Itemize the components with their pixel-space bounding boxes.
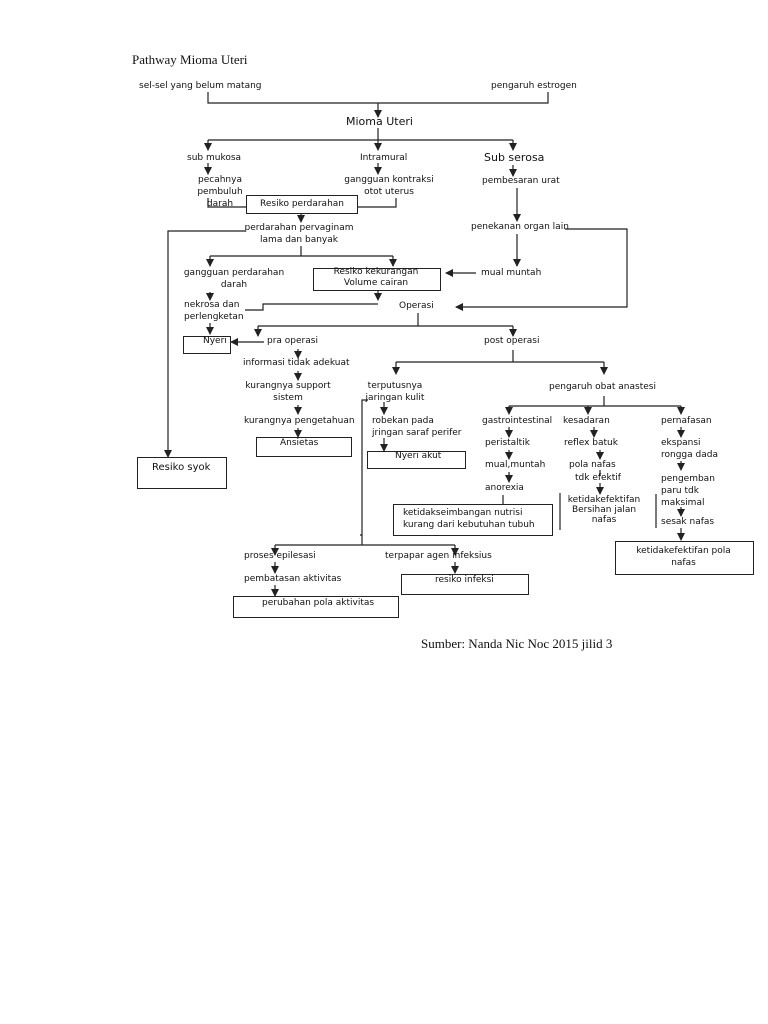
box-resiko-infeksi [401,574,529,595]
box-resiko-perdarahan [246,195,358,214]
node-ansietas: Ansietas [280,438,319,448]
node-terpapar: terpapar agen infeksius [385,551,492,561]
box-nyeri-akut [367,451,466,469]
box-ansietas [256,437,352,457]
node-gangguan-perdarahan: gangguan perdarahan darah [183,268,285,290]
node-cells: sel-sel yang belum matang [139,81,262,91]
node-perubahan-pola: perubahan pola aktivitas [262,598,375,608]
node-informasi: informasi tidak adekuat [243,358,350,368]
page-title: Pathway Mioma Uteri [132,52,248,67]
node-resiko-syok: Resiko syok [152,462,211,473]
edge-terputusnya-lower [360,399,368,536]
node-pecahnya-pembuluh: pecahnya pembuluh darah [197,175,243,209]
edge-cause-estrogen [378,92,549,104]
node-kurangnya-pengetahuan: kurangnya pengetahuan [244,416,355,426]
node-peristaltik: peristaltik [485,438,530,448]
node-tdk-efektif: tdk efektif [575,473,621,483]
node-pengaruh-obat: pengaruh obat anastesi [549,382,656,392]
node-pembatasan: pembatasan aktivitas [244,574,342,584]
edge-perdarahan-syok [164,230,245,458]
node-mioma-uteri: Mioma Uteri [346,115,413,128]
node-pernafasan: pernafasan [661,416,712,426]
node-pembesaran-urat: pembesaran urat [482,176,560,186]
node-kurangnya-support: kurangnya support sistem [245,381,331,403]
node-pra-operasi: pra operasi [267,336,318,346]
node-mual-muntah: mual,muntah [485,460,546,470]
node-proses-epilesasi: proses epilesasi [244,551,316,561]
node-ketidakefektifan-jalan: ketidakefektifan Bersihan jalan nafas [567,495,641,525]
node-perdarahan-pervaginam: perdarahan pervaginam lama dan banyak [244,223,354,245]
node-ekspansi: ekspansi rongga dada [661,438,718,460]
node-intramural: Intramural [360,153,408,163]
node-estrogen: pengaruh estrogen [491,81,577,91]
edge-penekanan-operasi [455,228,628,311]
node-ketidakefektifan-pola: ketidakefektifan pola nafas [636,546,731,568]
node-resiko-infeksi: resiko infeksi [435,575,494,585]
node-terputusnya: terputusnya jaringan kulit [365,381,425,403]
edge-cause-cells [207,92,378,104]
edge-nekrosa-operasi [245,303,378,311]
box-ketidakseimbangan [393,504,553,536]
box-ketidakefektifan-pola [615,541,754,575]
node-reflex-batuk: reflex batuk [564,438,618,448]
node-resiko-perdarahan: Resiko perdarahan [260,199,344,209]
edge-pecahnya-resiko [207,198,246,208]
box-resiko-syok [137,457,227,489]
node-penekanan-organ: penekanan organ lain [471,222,569,232]
node-kesadaran: kesadaran [563,416,610,426]
node-resiko-volume: Resiko kekurangan Volume cairan [333,267,419,288]
node-sub-mukosa: sub mukosa [187,153,242,163]
node-robekan: robekan pada jringan saraf perifer [372,416,462,438]
edge-gangguan-resiko [357,198,397,208]
node-sesak-nafas: sesak nafas [661,517,715,527]
box-perubahan-pola [233,596,399,618]
node-anorexia: anorexia [485,483,524,493]
node-gastrointestinal: gastrointestinal [482,416,553,426]
node-nyeri-akut: Nyeri akut [395,451,442,461]
box-resiko-volume [313,268,441,291]
node-post-operasi: post operasi [484,336,540,346]
node-gangguan-kontraksi: gangguan kontraksi otot uterus [344,175,434,197]
box-nyeri [183,336,231,354]
node-pengembangan-paru: pengemban paru tdk maksimal [661,474,715,508]
node-operasi: Operasi [399,301,434,311]
node-sub-serosa: Sub serosa [484,151,545,164]
node-mual-muntah-top: mual muntah [481,268,542,278]
source-citation: Sumber: Nanda Nic Noc 2015 jilid 3 [421,636,613,651]
node-nyeri: Nyeri [203,336,227,346]
node-nekrosa: nekrosa dan perlengketan [184,300,244,322]
node-pola-nafas: pola nafas [569,460,616,470]
node-ketidakseimbangan: ketidakseimbangan nutrisi kurang dari ke… [403,508,535,530]
